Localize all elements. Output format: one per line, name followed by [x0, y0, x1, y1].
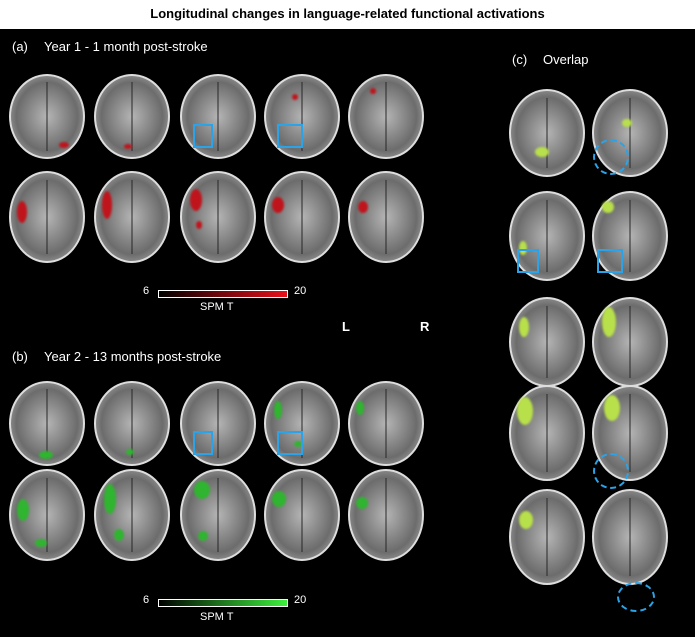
panel-b-label: (b) — [12, 349, 28, 364]
activation-blob — [196, 221, 202, 229]
activation-blob — [622, 119, 632, 127]
activation-blob — [356, 497, 368, 509]
colorbar-a-label: SPM T — [200, 301, 234, 313]
activation-blob — [602, 307, 616, 337]
highlight-box — [277, 124, 303, 148]
year1-row1-slice — [348, 74, 424, 159]
highlight-circle — [593, 453, 629, 489]
panel-a-title: Year 1 - 1 month post-stroke — [44, 39, 208, 54]
year2-row1-slice — [180, 381, 256, 466]
orientation-left: L — [342, 319, 350, 334]
activation-blob — [517, 397, 533, 425]
year2-row2-slice — [180, 469, 256, 561]
activation-blob — [194, 481, 210, 499]
activation-blob — [39, 451, 53, 459]
activation-blob — [104, 484, 116, 514]
activation-blob — [198, 531, 208, 541]
colorbar-b-min: 6 — [143, 594, 150, 606]
highlight-circle — [617, 582, 655, 612]
colorbar-b-max: 20 — [294, 594, 307, 606]
year2-row2-slice — [94, 469, 170, 561]
orientation-right: R — [420, 319, 430, 334]
panel-c-title: Overlap — [543, 52, 589, 67]
activation-blob — [124, 144, 132, 149]
highlight-box — [193, 124, 213, 148]
activation-blob — [294, 441, 302, 447]
activation-blob — [272, 197, 284, 213]
highlight-box — [277, 431, 303, 455]
activation-blob — [602, 201, 614, 213]
colorbar-b — [158, 599, 288, 607]
highlight-box — [597, 249, 623, 273]
year2-row2-slice — [348, 469, 424, 561]
highlight-box — [517, 249, 539, 273]
overlap-slice — [509, 89, 585, 177]
activation-blob — [519, 317, 529, 337]
year2-row1-slice — [348, 381, 424, 466]
activation-blob — [114, 529, 124, 541]
panel-b-title: Year 2 - 13 months post-stroke — [44, 349, 222, 364]
figure-title: Longitudinal changes in language-related… — [150, 6, 545, 21]
activation-blob — [35, 539, 47, 547]
colorbar-b-label: SPM T — [200, 611, 234, 623]
year1-row2-slice — [264, 171, 340, 263]
activation-blob — [356, 401, 364, 415]
year2-row2-slice — [264, 469, 340, 561]
year1-row2-slice — [180, 171, 256, 263]
highlight-circle — [593, 139, 629, 175]
year1-row1-slice — [94, 74, 170, 159]
activation-blob — [274, 401, 282, 419]
activation-blob — [604, 395, 620, 421]
year1-row1-slice — [9, 74, 85, 159]
activation-blob — [358, 201, 368, 213]
activation-blob — [126, 449, 134, 455]
activation-blob — [17, 499, 29, 521]
activation-blob — [535, 147, 549, 157]
activation-blob — [59, 142, 69, 148]
figure-panel: (a) Year 1 - 1 month post-stroke (c) Ove… — [0, 29, 695, 637]
colorbar-a-max: 20 — [294, 285, 307, 297]
overlap-slice — [509, 297, 585, 387]
overlap-slice — [509, 191, 585, 281]
activation-blob — [102, 191, 112, 219]
highlight-box — [193, 431, 213, 455]
activation-blob — [190, 189, 202, 211]
activation-blob — [370, 88, 376, 94]
overlap-slice — [592, 489, 668, 585]
activation-blob — [519, 241, 527, 255]
activation-blob — [17, 201, 27, 223]
year1-row1-slice — [180, 74, 256, 159]
colorbar-a — [158, 290, 288, 298]
activation-blob — [272, 491, 286, 507]
activation-blob — [292, 94, 298, 100]
colorbar-a-min: 6 — [143, 285, 150, 297]
overlap-slice — [509, 489, 585, 585]
activation-blob — [519, 511, 533, 529]
panel-c-label: (c) — [512, 52, 528, 67]
year1-row2-slice — [348, 171, 424, 263]
panel-a-label: (a) — [12, 39, 28, 54]
